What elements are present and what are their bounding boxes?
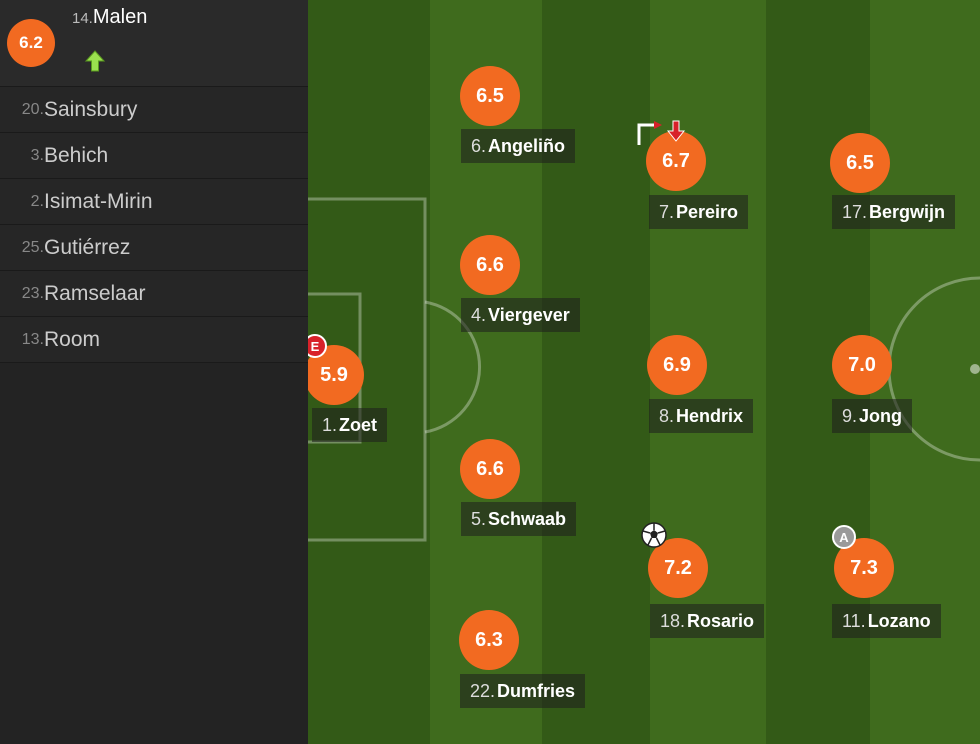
player-name: Rosario: [687, 610, 755, 631]
player-label: 6.Angeliño: [461, 129, 576, 163]
player-name: Bergwijn: [869, 201, 946, 222]
player-number: 8.: [659, 405, 675, 426]
assist-badge-text: A: [839, 530, 849, 545]
player-name: Viergever: [488, 304, 570, 325]
player-label: 7.Pereiro: [649, 195, 749, 229]
player-name: Pereiro: [676, 201, 739, 222]
player-name: Zoet: [339, 414, 378, 435]
error-badge-icon: E: [308, 334, 327, 358]
player-number: 14.: [72, 10, 93, 27]
player-rating: 6.5: [830, 133, 890, 193]
player-number: 18.: [660, 610, 686, 631]
bench-player-row[interactable]: 3.Behich: [0, 133, 308, 179]
player-name: Hendrix: [676, 405, 744, 426]
player-label: 4.Viergever: [461, 298, 580, 332]
player-number: 7.: [659, 201, 675, 222]
bench-player-name: Ramselaar: [44, 281, 146, 305]
player-rating: 6.9: [647, 335, 707, 395]
player-name-text: Malen: [92, 6, 148, 28]
player-rating: 6.3: [459, 610, 519, 670]
player-rating: 6.6: [460, 235, 520, 295]
player-label: 18.Rosario: [650, 604, 765, 638]
error-badge-text: E: [311, 339, 320, 354]
bench-player-number: 13.: [21, 330, 44, 348]
player-name: Angeliño: [488, 135, 566, 156]
player-label: 1.Zoet: [312, 408, 388, 442]
bench-player-number: 3.: [30, 146, 44, 164]
player-name: Dumfries: [497, 680, 576, 701]
sub-in-arrow-icon: [84, 50, 106, 72]
bench-player-number: 23.: [21, 284, 44, 302]
player-label: 11.Lozano: [832, 604, 941, 638]
bench-player-row[interactable]: 2.Isimat-Mirin: [0, 179, 308, 225]
bench-player-name: Isimat-Mirin: [44, 189, 153, 213]
player-rating: 6.6: [460, 439, 520, 499]
bench-player-number: 25.: [21, 238, 44, 256]
player-name: Lozano: [867, 610, 931, 631]
player-name: Jong: [859, 405, 903, 426]
bench-player-row[interactable]: 23.Ramselaar: [0, 271, 308, 317]
player-rating: 6.5: [460, 66, 520, 126]
player-number: 5.: [471, 508, 487, 529]
player-label: 5.Schwaab: [461, 502, 577, 536]
bench-player-number: 2.: [30, 192, 44, 210]
player-number: 17.: [842, 201, 868, 222]
player-label: 22.Dumfries: [460, 674, 586, 708]
player-number: 1.: [322, 414, 338, 435]
assist-badge-icon: A: [832, 525, 856, 549]
player-name: Schwaab: [488, 508, 567, 529]
player-number: 11.: [842, 610, 866, 631]
player-number: 6.: [471, 135, 487, 156]
bench-player-name: Room: [44, 327, 101, 351]
player-number: 4.: [471, 304, 487, 325]
player-rating: 6.2: [7, 19, 55, 67]
goal-ball-icon: [641, 522, 667, 548]
bench-player-row[interactable]: 13.Room: [0, 317, 308, 363]
bench-player-name: Behich: [44, 143, 109, 167]
player-number: 9.: [842, 405, 858, 426]
player-rating: 7.2: [648, 538, 708, 598]
bench-player-name: Sainsbury: [44, 97, 138, 121]
bench-panel: 6.2 14.Malen 20.Sainsbury 3.Behich 2.Isi…: [0, 0, 308, 744]
player-number: 22.: [470, 680, 496, 701]
player-rating: 7.0: [832, 335, 892, 395]
bench-player-name: Gutiérrez: [44, 235, 131, 259]
bench-player-row[interactable]: 20.Sainsbury: [0, 87, 308, 133]
pitch: 5.9 1.Zoet E 6.5 6.Angeliño 6.6 4.Vierge…: [308, 0, 980, 744]
player-label: 8.Hendrix: [649, 399, 754, 433]
player-label: 17.Bergwijn: [832, 195, 956, 229]
bench-player-row[interactable]: 25.Gutiérrez: [0, 225, 308, 271]
substitute-in-row[interactable]: 6.2 14.Malen: [0, 0, 308, 87]
substituted-out-icon: [637, 120, 686, 145]
player-name: 14.Malen: [72, 6, 147, 29]
player-label: 9.Jong: [832, 399, 913, 433]
bench-player-number: 20.: [21, 100, 44, 118]
